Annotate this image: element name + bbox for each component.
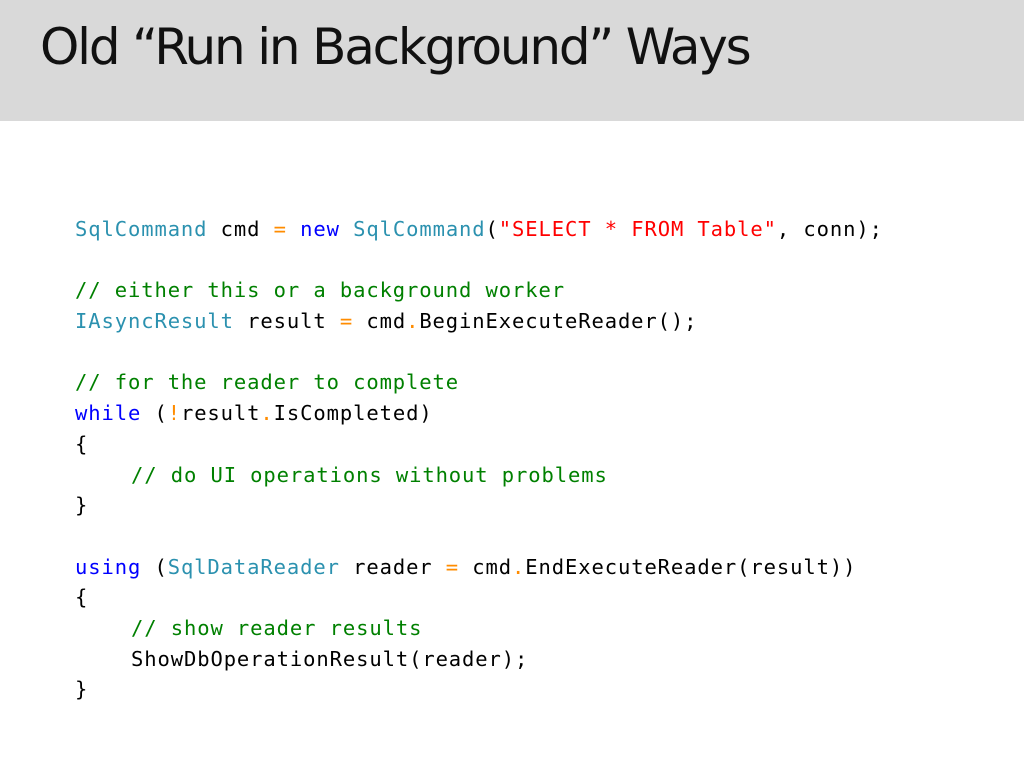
code-text-token: cmd (353, 309, 407, 334)
code-text-token: cmd (459, 554, 513, 579)
code-text-token: reader (339, 554, 446, 579)
code-keyword-token: new (300, 217, 340, 241)
code-operator-token: ! (167, 401, 181, 426)
code-text-token: ( (141, 554, 168, 579)
code-line: } (75, 490, 975, 521)
code-text-token: { (75, 585, 89, 610)
code-keyword-token: using (75, 554, 142, 579)
code-line: while (!result.IsCompleted) (75, 398, 975, 429)
code-string-token: "SELECT * FROM Table" (498, 217, 777, 241)
code-operator-token: = (445, 554, 460, 579)
code-text-token: } (75, 493, 89, 518)
code-line: { (75, 582, 975, 613)
code-line: ShowDbOperationResult(reader); (75, 644, 975, 675)
code-line: // either this or a background worker (75, 275, 975, 306)
title-bar: Old “Run in Background” Ways (0, 0, 1024, 121)
slide-title: Old “Run in Background” Ways (40, 18, 752, 76)
code-line: IAsyncResult result = cmd.BeginExecuteRe… (75, 306, 975, 337)
code-line: using (SqlDataReader reader = cmd.EndExe… (75, 552, 975, 583)
code-operator-token: = (273, 217, 287, 241)
code-type-token: SqlCommand (75, 217, 208, 241)
code-operator-token: . (260, 401, 274, 426)
code-comment-token: // show reader results (131, 615, 423, 640)
code-comment-token: // do UI operations without problems (131, 462, 608, 487)
code-line: } (75, 674, 975, 705)
code-block: SqlCommand cmd = new SqlCommand("SELECT … (75, 214, 975, 705)
code-text-token (287, 217, 300, 241)
code-line: SqlCommand cmd = new SqlCommand("SELECT … (75, 214, 975, 245)
code-comment-token: // for the reader to complete (75, 370, 460, 395)
code-keyword-token: while (75, 401, 142, 426)
code-text-token: BeginExecuteReader(); (419, 309, 698, 334)
code-text-token: result (180, 401, 261, 426)
code-type-token: IAsyncResult (75, 309, 234, 334)
code-text-token (340, 217, 353, 241)
code-operator-token: . (406, 309, 420, 334)
code-text-token: cmd (207, 217, 274, 241)
code-text-token: ( (485, 217, 499, 241)
code-text-token: ( (141, 401, 168, 426)
code-text-token: ShowDbOperationResult(reader); (131, 646, 529, 671)
code-type-token: SqlCommand (353, 217, 486, 241)
code-line: // show reader results (75, 613, 975, 644)
code-text-token: EndExecuteReader(result)) (525, 554, 857, 579)
code-blank-line (75, 337, 975, 368)
code-operator-token: = (339, 309, 354, 334)
code-type-token: SqlDataReader (167, 554, 340, 579)
code-blank-line (75, 521, 975, 552)
code-operator-token: . (512, 554, 526, 579)
code-text-token: result (233, 309, 340, 334)
code-text-token: } (75, 677, 89, 702)
code-text-token: , conn); (776, 217, 883, 241)
code-blank-line (75, 245, 975, 276)
code-line: // for the reader to complete (75, 367, 975, 398)
code-comment-token: // either this or a background worker (75, 278, 565, 303)
code-line: // do UI operations without problems (75, 460, 975, 491)
code-text-token: IsCompleted) (273, 401, 433, 426)
code-text-token: { (75, 431, 89, 456)
code-line: { (75, 429, 975, 460)
